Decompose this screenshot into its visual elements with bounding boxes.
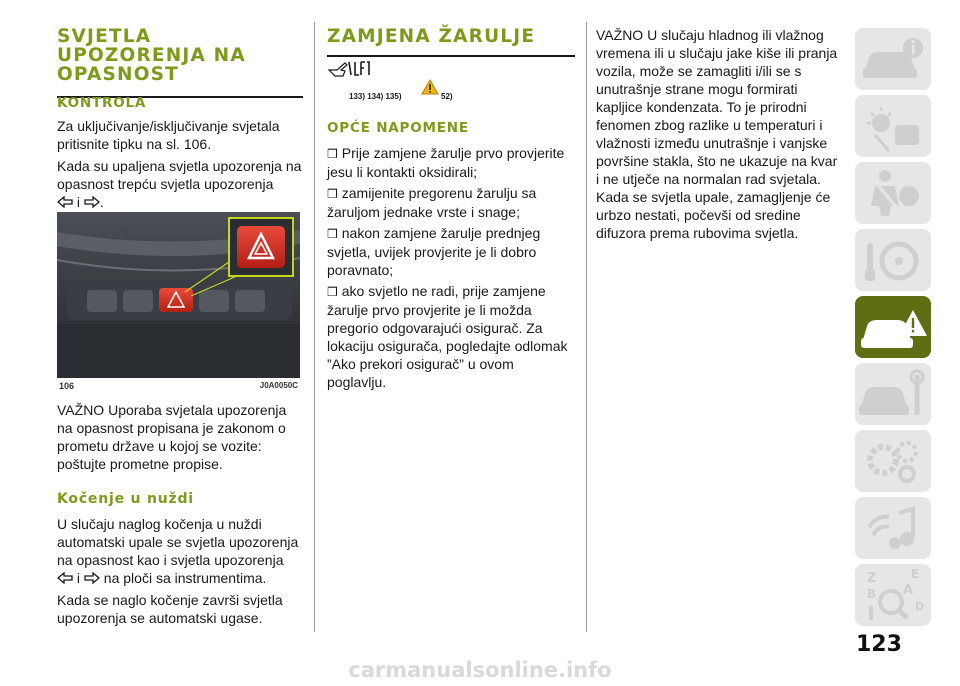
svg-text:Z: Z [867,571,876,586]
icon-separator: i [76,194,81,210]
page-number: 123 [856,632,902,657]
tab-emergency[interactable] [855,296,931,358]
tab-starting-driving[interactable] [855,229,931,291]
bullet-mark: ❒ [327,285,338,299]
heading-emergency-braking: Kočenje u nuždi [57,491,194,507]
paragraph-important: VAŽNO Uporaba svjetala upozorenja na opa… [57,402,287,472]
figure-code: J0A0050C [259,381,298,390]
tab-technical-data[interactable] [855,430,931,492]
paragraph-with-icons: U slučaju naglog kočenja u nuždi automat… [56,515,303,588]
title-rule [57,96,303,98]
bullet-text: zamijenite pregorenu žarulju sa žaruljom… [327,185,537,220]
paragraph-text: Kada su upaljena svjetla upozorenja na o… [57,158,302,192]
heading-general-notes: OPĆE NAPOMENE [327,120,469,136]
figure-number: 106 [59,381,75,391]
heading-kontrola: KONTROLA [57,95,147,111]
left-arrow-indicator-icon [56,194,73,212]
warning-hand-icon [327,58,375,85]
svg-text:D: D [915,600,924,613]
bullet-mark: ❒ [327,147,338,161]
tab-multimedia[interactable] [855,497,931,559]
bullet-item: ❒Prije zamjene žarulje prvo provjerite j… [327,144,575,181]
paragraph-text: na ploči sa instrumentima. [103,570,267,586]
specs-gears-icon [867,441,918,483]
tab-car-info[interactable] [855,28,931,90]
dashboard-lights-icon [867,107,919,152]
left-arrow-indicator-icon [56,570,73,588]
bullet-item: ❒nakon zamjene žarulje prednjeg svjetla,… [327,224,575,279]
bullet-text: ako svjetlo ne radi, prije zamjene žarul… [327,283,568,390]
svg-text:E: E [911,567,919,581]
svg-text:B: B [867,587,876,601]
punctuation: . [99,194,104,210]
car-service-icon [859,369,925,415]
paragraph-text: U slučaju naglog kočenja u nuždi automat… [57,516,299,568]
icon-separator: i [76,570,81,586]
warning-triangle-icon [421,78,439,100]
tab-dashboard[interactable] [855,95,931,157]
car-info-icon [863,38,923,78]
watermark-footer: carmanualsonline.info [348,658,612,682]
title-line: OPASNOST [57,64,179,85]
title-rule [327,55,575,57]
bullet-mark: ❒ [327,187,338,201]
references: 52) [441,92,453,101]
svg-text:A: A [903,583,913,598]
paragraph: Kada se naglo kočenje završi svjetla upo… [57,592,283,626]
title-line: SVJETLA [57,26,152,47]
paragraph-important: VAŽNO U slučaju hladnog ili vlažnog vrem… [596,27,838,241]
figure-hazard-button: 106 J0A0050C [57,212,300,396]
steering-key-icon [865,241,919,281]
column-divider [586,22,587,632]
right-arrow-indicator-icon [84,194,100,212]
title-line: UPOZORENJA NA [57,45,246,66]
bullet-text: Prije zamjene žarulje prvo provjerite je… [327,145,565,180]
multimedia-icon [867,506,915,549]
paragraph: Za uključivanje/isključivanje svjetala p… [57,118,280,152]
bullet-item: ❒zamijenite pregorenu žarulju sa žaruljo… [327,184,575,221]
references: 133) 134) 135) [349,92,402,101]
column-divider [314,22,315,632]
tab-safety[interactable] [855,162,931,224]
section-title-bulb-replacement: ZAMJENA ŽARULJE [327,26,536,47]
section-title-hazard-lights: SVJETLA UPOZORENJA NA OPASNOST [57,27,303,84]
car-emergency-icon [861,310,927,348]
bullet-text: nakon zamjene žarulje prednjeg svjetla, … [327,225,541,278]
right-arrow-indicator-icon [84,570,100,588]
bullet-item: ❒ako svjetlo ne radi, prije zamjene žaru… [327,282,575,391]
paragraph-with-icons: Kada su upaljena svjetla upozorenja na o… [56,157,303,212]
bullet-mark: ❒ [327,227,338,241]
index-icon: Z E B AD [867,567,924,620]
tab-maintenance[interactable] [855,363,931,425]
safety-icon [871,170,919,216]
